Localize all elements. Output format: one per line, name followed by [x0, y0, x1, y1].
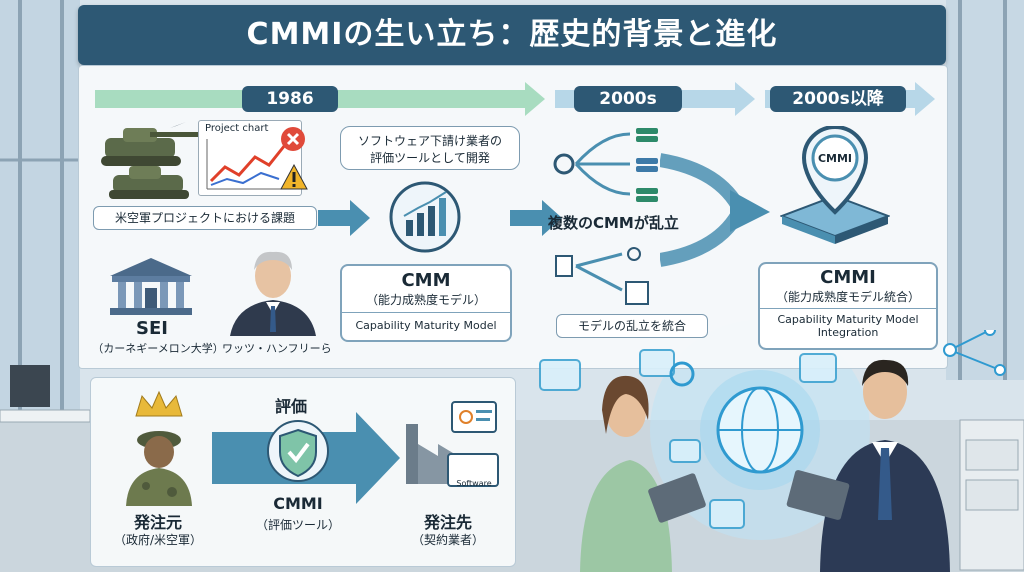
- cmm-purpose-line-2: 評価ツールとして開発: [370, 151, 490, 165]
- tool-title: CMMI: [273, 494, 323, 513]
- crown-icon: [135, 390, 183, 417]
- shield-check-icon: [267, 420, 329, 482]
- converging-arrows-graphic: [555, 247, 649, 305]
- factory-illustration: [406, 401, 499, 487]
- gear-icon: [459, 410, 473, 424]
- vendor-title: 発注先: [423, 513, 472, 532]
- document-icon: [555, 255, 573, 277]
- jet-icon: [170, 122, 186, 128]
- cmmi-en-line-1: Capability Maturity Model: [777, 313, 919, 326]
- gear-icon: [669, 361, 695, 387]
- gear-icon: [553, 153, 575, 175]
- timeline-label-1986: 1986: [242, 86, 338, 112]
- client-subtitle: （政府/米空軍）: [113, 533, 203, 547]
- title-bar: CMMIの生い立ち：歴史的背景と進化: [78, 5, 946, 65]
- evaluate-label: 評価: [274, 397, 307, 416]
- cmmi-logo-text: CMMI: [817, 152, 853, 165]
- warning-icon: [280, 164, 308, 190]
- university-building-icon: [110, 258, 192, 315]
- cmm-en: Capability Maturity Model: [355, 319, 497, 332]
- timeline-label-later: 2000s以降: [770, 86, 906, 112]
- cmm-name: CMM: [401, 270, 451, 291]
- cmm-purpose-line-1: ソフトウェア下請け業者の: [357, 134, 502, 148]
- cmmi-name: CMMI: [820, 267, 876, 288]
- vendor-subtitle: （契約業者）: [411, 533, 484, 547]
- cmm-box: CMM （能力成熟度モデル） Capability Maturity Model: [340, 264, 512, 342]
- project-chart-card: Project chart: [198, 120, 302, 196]
- many-cmm-label: 複数のCMMが乱立: [548, 214, 679, 232]
- person-portrait: [230, 251, 316, 336]
- tank-illustration: [101, 128, 200, 199]
- cmmi-en-line-2: Integration: [817, 326, 879, 339]
- software-label: Software: [456, 479, 492, 488]
- cmm-purpose-bubble: ソフトウェア下請け業者の 評価ツールとして開発: [340, 126, 520, 170]
- cmmi-jp: （能力成熟度モデル統合）: [775, 290, 920, 304]
- error-icon: [281, 127, 305, 151]
- sei-title: SEI: [136, 318, 168, 339]
- declining-chart-icon: [206, 139, 295, 190]
- soldier-illustration: [126, 390, 192, 506]
- timeline-label-2000s: 2000s: [574, 86, 682, 112]
- cmmi-box: CMMI （能力成熟度モデル統合） Capability Maturity Mo…: [758, 262, 938, 350]
- client-title: 発注元: [133, 513, 182, 532]
- tool-subtitle: （評価ツール）: [255, 518, 340, 532]
- person-label: ワッツ・ハンフリーら: [222, 342, 332, 355]
- project-chart-caption: Project chart: [205, 123, 269, 134]
- cmm-jp: （能力成熟度モデル）: [365, 293, 486, 307]
- sei-subtitle: （カーネギーメロン大学）: [92, 342, 224, 355]
- convergence-arrow: [660, 153, 770, 267]
- air-force-problem-label: 米空軍プロジェクトにおける課題: [93, 206, 317, 230]
- cmmi-platform-graphic: [780, 126, 890, 244]
- page-title: CMMIの生い立ち：歴史的背景と進化: [246, 17, 778, 52]
- integrate-label: モデルの乱立を統合: [556, 314, 708, 338]
- growth-chart-icon: [389, 181, 461, 253]
- hologram-and-people-illustration: [539, 330, 1006, 572]
- arrow-to-2000s: [510, 200, 562, 236]
- arrow-to-cmm: [318, 200, 370, 236]
- diverging-arrows-graphic: [553, 128, 658, 202]
